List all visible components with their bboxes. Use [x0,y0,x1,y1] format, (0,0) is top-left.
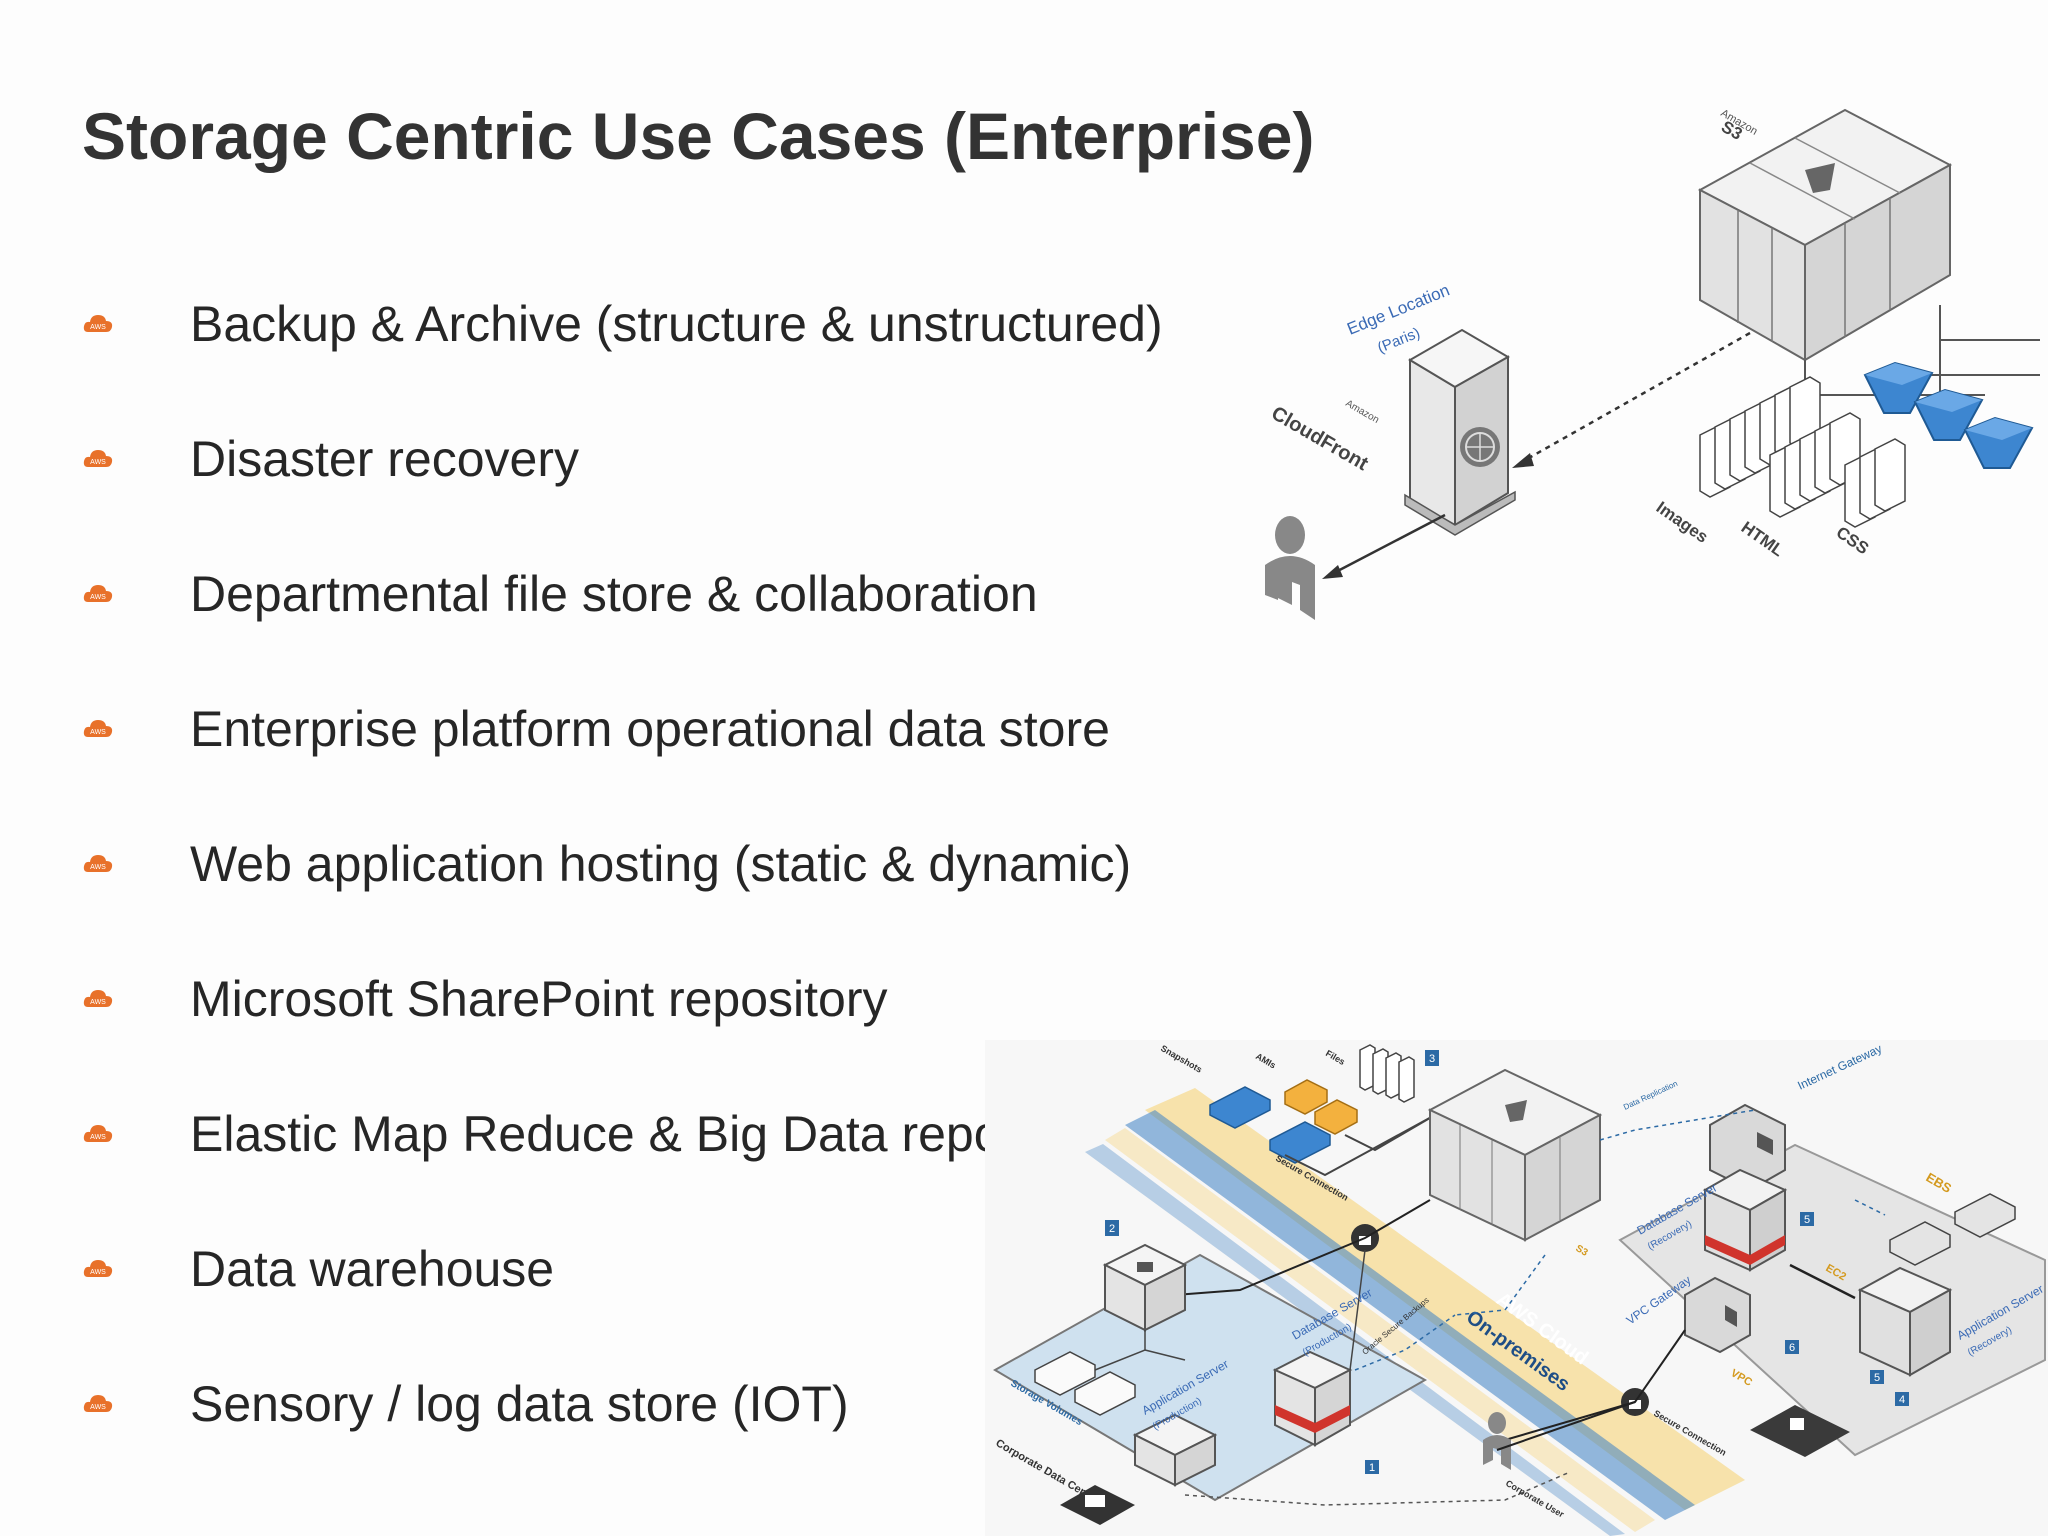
svg-text:4: 4 [1899,1394,1905,1406]
step-badge: 2 [1105,1220,1119,1236]
bullet-text: Microsoft SharePoint repository [190,971,888,1027]
bullet-item: AWS Backup & Archive (structure & unstru… [82,288,1163,423]
aws-cloud-bullet-icon: AWS [83,855,113,872]
bullet-text: Backup & Archive (structure & unstructur… [190,296,1163,352]
application-server-recovery-icon [1857,1266,1953,1377]
svg-text:1: 1 [1369,1462,1375,1474]
aws-cloud-bullet-icon: AWS [83,1125,113,1142]
svg-text:2: 2 [1109,1223,1115,1235]
edge-city-label: (Paris) [1375,324,1422,356]
files-icon [1359,1044,1415,1103]
cloudfront-vendor-label: Amazon [1344,398,1381,426]
bullet-item: AWS Sensory / log data store (IOT) [82,1368,1163,1503]
bullet-list: AWS Backup & Archive (structure & unstru… [82,288,1163,1503]
svg-text:AWS: AWS [90,324,106,331]
bullet-item: AWS Data warehouse [82,1233,1163,1368]
bullet-item: AWS Disaster recovery [82,423,1163,558]
svg-text:3: 3 [1429,1053,1435,1065]
aws-cloud-bullet-icon: AWS [83,315,113,332]
bullet-text: Web application hosting (static & dynami… [190,836,1132,892]
bullet-text: Data warehouse [190,1241,555,1297]
corporate-user-icon [1483,1412,1511,1470]
slide-title: Storage Centric Use Cases (Enterprise) [82,99,1315,173]
cloudfront-edge-server-icon [1404,328,1516,536]
svg-text:6: 6 [1789,1342,1795,1354]
ebs-volume-icon [1954,1193,2016,1238]
vpc-lock-badge-icon [1750,1405,1850,1457]
svg-text:AWS: AWS [90,594,106,601]
database-server-recovery-icon [1702,1168,1788,1272]
aws-cloud-bullet-icon: AWS [83,585,113,602]
s3-label: S3 [1574,1243,1590,1259]
document-stack-icon [1699,376,1906,528]
vpc-gateway-icon [1684,1276,1751,1354]
database-server-production-icon [1272,1350,1353,1447]
svg-text:AWS: AWS [90,1269,106,1276]
step-badge: 1 [1365,1460,1379,1474]
application-server-production-icon [1102,1243,1188,1332]
svg-text:AWS: AWS [90,864,106,871]
ebs-volume-icon [1889,1221,1951,1266]
bullet-item: AWS Web application hosting (static & dy… [82,828,1163,963]
svg-text:AWS: AWS [90,999,106,1006]
ami-icon [1314,1099,1358,1135]
internet-gateway-icon [1709,1103,1786,1192]
svg-text:5: 5 [1874,1372,1880,1384]
bullet-text: Sensory / log data store (IOT) [190,1376,849,1432]
aws-cloud-bullet-icon: AWS [83,990,113,1007]
aws-cloud-bullet-icon: AWS [83,1260,113,1277]
step-badge: 4 [1895,1392,1909,1406]
bullet-item: AWS Enterprise platform operational data… [82,693,1163,828]
cloudfront-s3-diagram: Amazon S3 Images HTML CSS [1265,107,2040,620]
step-badge: 3 [1425,1050,1439,1066]
ami-icon [1284,1079,1328,1115]
bullet-text: Enterprise platform operational data sto… [190,701,1110,757]
user-icon [1265,516,1315,620]
snapshot-disk-icon [1269,1121,1331,1164]
storage-volume-icon [1034,1351,1096,1396]
edge-location-label: Edge Location [1344,280,1452,338]
css-label: CSS [1833,523,1873,559]
bullet-text: Disaster recovery [190,431,579,487]
images-label: Images [1653,498,1712,547]
svg-text:AWS: AWS [90,1404,106,1411]
svg-text:AWS: AWS [90,1134,106,1141]
s3-block-icon [1697,108,1953,362]
data-center-building-icon [1060,1485,1135,1525]
bullet-text: Departmental file store & collaboration [190,566,1038,622]
svg-text:AWS: AWS [90,729,106,736]
svg-text:5: 5 [1804,1214,1810,1226]
step-badge: 6 [1785,1340,1799,1354]
snapshot-disk-icon [1209,1086,1271,1129]
aws-cloud-bullet-icon: AWS [83,1395,113,1412]
arrow-to-user [1329,513,1446,577]
dotted-arrow [1519,331,1751,465]
bullet-item: AWS Microsoft SharePoint repository [82,963,1163,1098]
blue-bucket-icon [1863,361,1934,414]
step-badge: 5 [1800,1212,1814,1226]
storage-volume-icon [1074,1371,1136,1416]
svg-text:AWS: AWS [90,459,106,466]
aws-cloud-bullet-icon: AWS [83,720,113,737]
bullet-item: AWS Departmental file store & collaborat… [82,558,1163,693]
application-server-production-icon-2 [1132,1413,1218,1487]
aws-cloud-bullet-icon: AWS [83,450,113,467]
s3-block-icon [1427,1068,1603,1242]
disaster-recovery-diagram: Snapshots AMIs Files S3 2 3 1 4 5 5 6 In… [985,1040,2048,1536]
step-badge: 5 [1870,1370,1884,1384]
blue-bucket-icon [1913,388,1984,441]
blue-bucket-icon [1963,416,2034,469]
html-label: HTML [1738,518,1788,561]
